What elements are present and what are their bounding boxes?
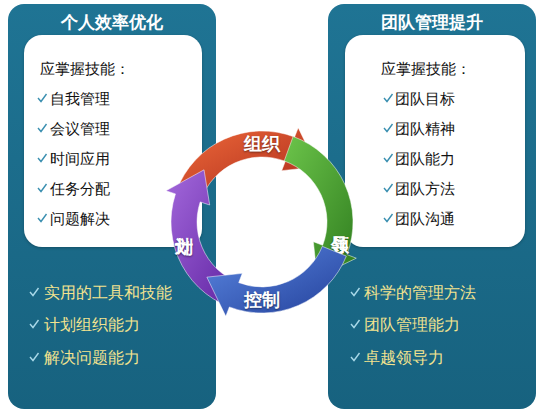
benefit-item: 实用的工具和技能 bbox=[44, 283, 172, 303]
check-stroke bbox=[38, 94, 47, 102]
check-stroke bbox=[384, 94, 393, 102]
skill-box: 应掌握技能： 自我管理会议管理时间应用任务分配问题解决 bbox=[24, 35, 202, 247]
check-stroke bbox=[38, 154, 47, 162]
arrow-shape bbox=[147, 107, 377, 337]
check-stroke bbox=[38, 214, 47, 222]
arrow-body bbox=[166, 170, 245, 310]
check-mark bbox=[37, 183, 47, 193]
check-mark bbox=[383, 153, 393, 163]
skill-item: 团队能力 bbox=[395, 149, 455, 169]
check-mark bbox=[29, 287, 39, 297]
cycle-arrow: 组织 bbox=[147, 107, 377, 337]
benefit-item: 计划组织能力 bbox=[44, 315, 140, 335]
cycle-label: 控制 bbox=[244, 290, 280, 310]
skill-item: 团队目标 bbox=[395, 89, 455, 109]
skill-item: 问题解决 bbox=[50, 209, 110, 229]
check-stroke bbox=[38, 124, 47, 132]
check-stroke bbox=[351, 353, 360, 361]
skill-item: 时间应用 bbox=[50, 149, 110, 169]
check-mark bbox=[383, 183, 393, 193]
check-stroke bbox=[30, 320, 39, 328]
arrow-body bbox=[207, 246, 347, 316]
cycle-arrow: 控制 bbox=[147, 107, 377, 337]
check-mark bbox=[37, 213, 47, 223]
panel-title: 团队管理提升 bbox=[328, 12, 536, 32]
skill-item: 团队方法 bbox=[395, 179, 455, 199]
cycle-arrow: 领导 bbox=[147, 107, 377, 337]
benefit-item: 科学的管理方法 bbox=[364, 283, 476, 303]
skill-item: 团队沟通 bbox=[395, 209, 455, 229]
check-stroke bbox=[351, 320, 360, 328]
skill-item: 自我管理 bbox=[50, 89, 110, 109]
cycle-label: 组织 bbox=[244, 134, 280, 154]
skill-item: 任务分配 bbox=[50, 179, 110, 199]
check-mark bbox=[29, 319, 39, 329]
list-heading: 应掌握技能： bbox=[381, 59, 471, 79]
skill-item: 会议管理 bbox=[50, 119, 110, 139]
benefit-item: 解决问题能力 bbox=[44, 348, 140, 368]
check-mark bbox=[37, 93, 47, 103]
panel-title: 个人效率优化 bbox=[8, 12, 216, 32]
check-mark bbox=[350, 287, 360, 297]
check-mark bbox=[29, 352, 39, 362]
arrow-shape bbox=[147, 107, 377, 337]
check-mark bbox=[383, 123, 393, 133]
check-mark bbox=[383, 213, 393, 223]
check-stroke bbox=[351, 288, 360, 296]
check-stroke bbox=[384, 124, 393, 132]
benefit-item: 卓越领导力 bbox=[364, 348, 444, 368]
check-stroke bbox=[384, 214, 393, 222]
check-stroke bbox=[30, 288, 39, 296]
cycle-arrow: 计划 bbox=[147, 107, 377, 337]
arrow-shape bbox=[147, 107, 377, 337]
arrow-body bbox=[176, 128, 317, 200]
check-stroke bbox=[384, 154, 393, 162]
check-mark bbox=[350, 352, 360, 362]
arrow-body bbox=[284, 136, 356, 277]
check-mark bbox=[383, 93, 393, 103]
check-stroke bbox=[384, 184, 393, 192]
list-heading: 应掌握技能： bbox=[40, 59, 130, 79]
skill-item: 团队精神 bbox=[395, 119, 455, 139]
section-panel: 团队管理提升科学的管理方法团队管理能力卓越领导力 应掌握技能： 团队目标团队精神团队… bbox=[328, 4, 536, 409]
skill-box: 应掌握技能： 团队目标团队精神团队能力团队方法团队沟通 bbox=[345, 35, 525, 247]
arrow-shape bbox=[147, 107, 377, 337]
check-stroke bbox=[38, 184, 47, 192]
check-stroke bbox=[30, 353, 39, 361]
check-mark bbox=[37, 153, 47, 163]
check-mark bbox=[37, 123, 47, 133]
check-mark bbox=[350, 319, 360, 329]
section-panel: 个人效率优化实用的工具和技能计划组织能力解决问题能力 应掌握技能： 自我管理会议管理… bbox=[8, 4, 216, 409]
benefit-item: 团队管理能力 bbox=[364, 315, 460, 335]
